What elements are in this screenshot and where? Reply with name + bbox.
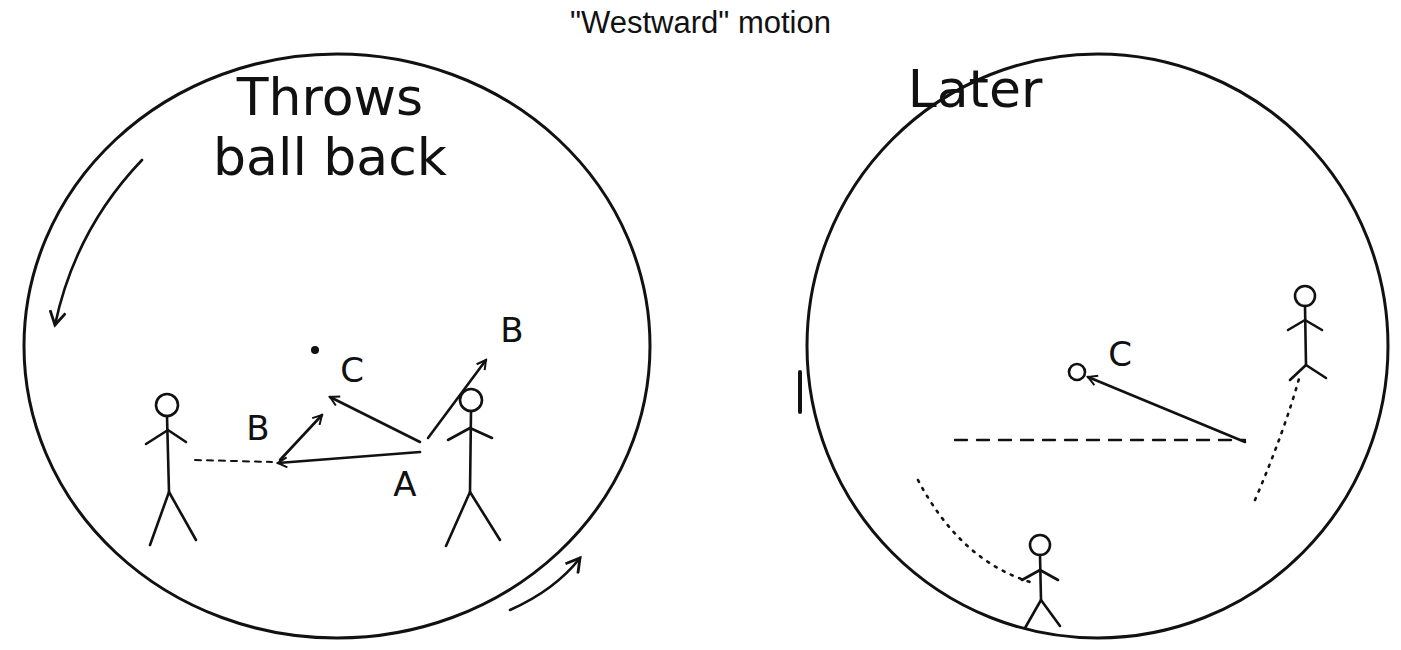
vector-label: C	[340, 353, 364, 387]
stick-figure	[1288, 286, 1326, 380]
circle-region: Throws ball back	[22, 52, 652, 640]
stick-figure	[446, 389, 500, 546]
vector-arrow	[330, 397, 420, 442]
title: "Westward" motion	[0, 6, 1401, 40]
vector-arrow	[280, 415, 322, 460]
region-label: Later	[875, 60, 1075, 120]
center-dot	[311, 346, 319, 354]
rotation-arrow	[55, 160, 142, 325]
circle-outline	[805, 52, 1390, 640]
vector-label: A	[393, 467, 416, 501]
vector-label: C	[1108, 337, 1132, 371]
dotted-path	[1255, 375, 1300, 500]
circle-region: Later	[805, 52, 1390, 640]
ball	[1069, 364, 1085, 380]
vector-label: B	[500, 313, 523, 347]
vector-label: B	[246, 411, 269, 445]
vector-arrow	[1088, 377, 1245, 442]
rotation-mark	[798, 372, 802, 412]
dotted-path	[918, 480, 1030, 582]
dashed-line	[195, 460, 272, 462]
dashed-line	[955, 439, 1245, 441]
stick-figure	[146, 394, 196, 545]
vector-arrow	[428, 360, 486, 438]
region-label: Throws ball back	[190, 68, 470, 188]
vector-arrow	[278, 452, 420, 463]
